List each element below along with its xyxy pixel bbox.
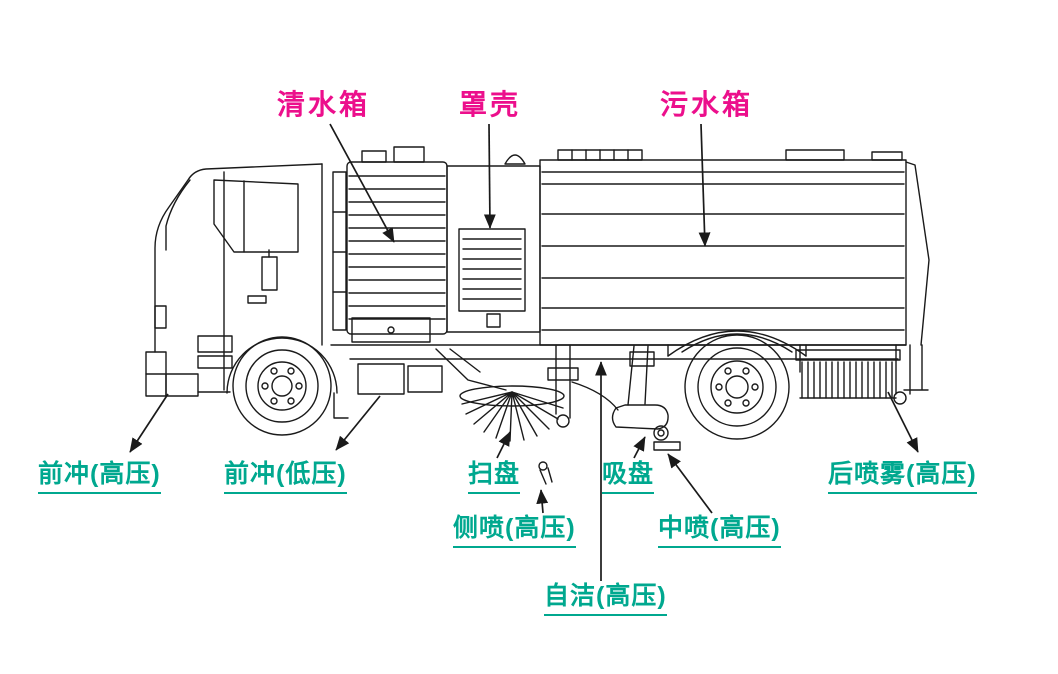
middle-spray-nozzle (653, 441, 681, 451)
label-front-flush-high-pressure: 前冲(高压) (38, 460, 161, 494)
annotation-arrows (129, 123, 919, 581)
arrow-middle-spray (667, 453, 713, 514)
label-suction-plate: 吸盘 (602, 460, 655, 494)
label-self-clean-high-pressure: 自洁(高压) (544, 582, 667, 616)
arrow-rear-mist-spray (887, 391, 919, 453)
cover-shell-housing (446, 154, 541, 333)
front-wheel (232, 336, 332, 436)
truck-cab (145, 163, 349, 419)
sewage-tank (539, 149, 930, 346)
label-sewage-tank: 污水箱 (660, 89, 754, 120)
label-sweep-disc: 扫盘 (468, 460, 521, 494)
rear-spray-brush-unit (795, 344, 907, 405)
chassis-and-underbody (330, 317, 929, 485)
clean-water-tank (346, 146, 448, 335)
label-clean-water-tank: 清水箱 (277, 89, 371, 120)
rear-wheel-and-fender (667, 330, 807, 440)
arrow-sweep-disc (496, 431, 511, 459)
arrow-sewage-tank (698, 123, 711, 247)
beacon-lamp-icon (504, 154, 526, 165)
suction-plate (611, 345, 681, 451)
label-cover-shell: 罩壳 (459, 89, 522, 120)
arrow-clean-water-tank (329, 123, 395, 243)
label-rear-mist-spray-high-pressure: 后喷雾(高压) (828, 460, 977, 494)
sweep-disc-brush (435, 348, 565, 485)
arrow-front-flush-low (335, 395, 381, 451)
arrow-suction-plate (633, 436, 646, 459)
label-middle-spray-high-pressure: 中喷(高压) (658, 514, 781, 548)
arrow-side-spray (536, 489, 549, 514)
arrow-front-flush-high (129, 393, 169, 453)
label-side-spray-high-pressure: 侧喷(高压) (453, 514, 576, 548)
arrow-cover-shell (483, 123, 496, 229)
label-front-flush-low-pressure: 前冲(低压) (224, 460, 347, 494)
